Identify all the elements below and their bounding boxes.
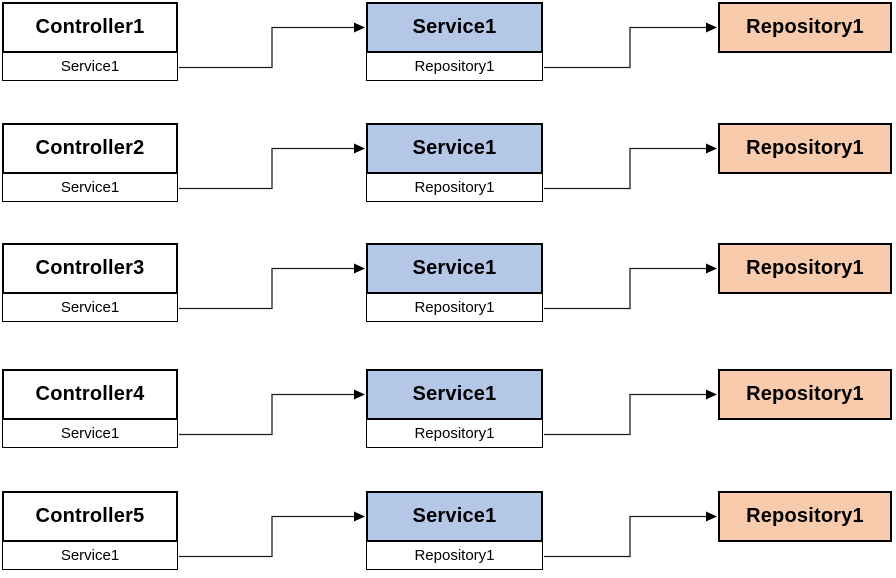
- repository-name: Repository1: [718, 123, 892, 174]
- connector-controller-to-service: [179, 515, 355, 558]
- arrowhead-icon: [354, 22, 365, 33]
- repository-name: Repository1: [718, 369, 892, 420]
- row-connectors: [179, 389, 717, 436]
- arrowhead-icon: [354, 511, 365, 522]
- controller-dependency: Service1: [2, 419, 178, 448]
- row-connectors: [179, 143, 717, 190]
- row-connectors: [179, 511, 717, 558]
- repository-node: Repository1: [718, 2, 892, 53]
- controller-dependency: Service1: [2, 52, 178, 81]
- controller-name: Controller3: [2, 243, 178, 294]
- arrowhead-icon: [706, 511, 717, 522]
- repository-name: Repository1: [718, 243, 892, 294]
- arrowhead-icon: [354, 263, 365, 274]
- connector-service-to-repository: [544, 147, 707, 190]
- arrowhead-icon: [354, 389, 365, 400]
- controller-name: Controller1: [2, 2, 178, 53]
- controller-dependency: Service1: [2, 173, 178, 202]
- row-connectors: [179, 22, 717, 69]
- service-dependency: Repository1: [366, 173, 543, 202]
- arrowhead-icon: [706, 143, 717, 154]
- arrowhead-icon: [706, 22, 717, 33]
- diagram-row-3: Controller3 Service1 Service1 Repository…: [0, 243, 896, 323]
- repository-node: Repository1: [718, 491, 892, 542]
- controller-name: Controller5: [2, 491, 178, 542]
- service-node: Service1 Repository1: [366, 491, 543, 570]
- connector-service-to-repository: [544, 26, 707, 69]
- controller-node: Controller4 Service1: [2, 369, 178, 448]
- arrowhead-icon: [706, 389, 717, 400]
- repository-node: Repository1: [718, 123, 892, 174]
- controller-node: Controller3 Service1: [2, 243, 178, 322]
- row-connectors: [179, 263, 717, 310]
- controller-node: Controller1 Service1: [2, 2, 178, 81]
- connector-controller-to-service: [179, 267, 355, 310]
- connector-service-to-repository: [544, 515, 707, 558]
- diagram-row-1: Controller1 Service1 Service1 Repository…: [0, 2, 896, 82]
- connector-controller-to-service: [179, 393, 355, 436]
- arrowhead-icon: [706, 263, 717, 274]
- service-dependency: Repository1: [366, 293, 543, 322]
- service-node: Service1 Repository1: [366, 123, 543, 202]
- diagram-row-4: Controller4 Service1 Service1 Repository…: [0, 369, 896, 449]
- controller-node: Controller5 Service1: [2, 491, 178, 570]
- repository-node: Repository1: [718, 369, 892, 420]
- connector-controller-to-service: [179, 147, 355, 190]
- controller-node: Controller2 Service1: [2, 123, 178, 202]
- diagram-row-5: Controller5 Service1 Service1 Repository…: [0, 491, 896, 571]
- service-dependency: Repository1: [366, 52, 543, 81]
- arrowhead-icon: [354, 143, 365, 154]
- service-name: Service1: [366, 2, 543, 53]
- diagram-row-2: Controller2 Service1 Service1 Repository…: [0, 123, 896, 203]
- connector-controller-to-service: [179, 26, 355, 69]
- controller-dependency: Service1: [2, 541, 178, 570]
- service-name: Service1: [366, 491, 543, 542]
- repository-name: Repository1: [718, 2, 892, 53]
- service-name: Service1: [366, 123, 543, 174]
- controller-dependency: Service1: [2, 293, 178, 322]
- service-dependency: Repository1: [366, 541, 543, 570]
- service-node: Service1 Repository1: [366, 369, 543, 448]
- controller-name: Controller2: [2, 123, 178, 174]
- service-name: Service1: [366, 243, 543, 294]
- connector-service-to-repository: [544, 267, 707, 310]
- controller-name: Controller4: [2, 369, 178, 420]
- service-dependency: Repository1: [366, 419, 543, 448]
- service-node: Service1 Repository1: [366, 2, 543, 81]
- connector-service-to-repository: [544, 393, 707, 436]
- repository-name: Repository1: [718, 491, 892, 542]
- service-name: Service1: [366, 369, 543, 420]
- repository-node: Repository1: [718, 243, 892, 294]
- service-node: Service1 Repository1: [366, 243, 543, 322]
